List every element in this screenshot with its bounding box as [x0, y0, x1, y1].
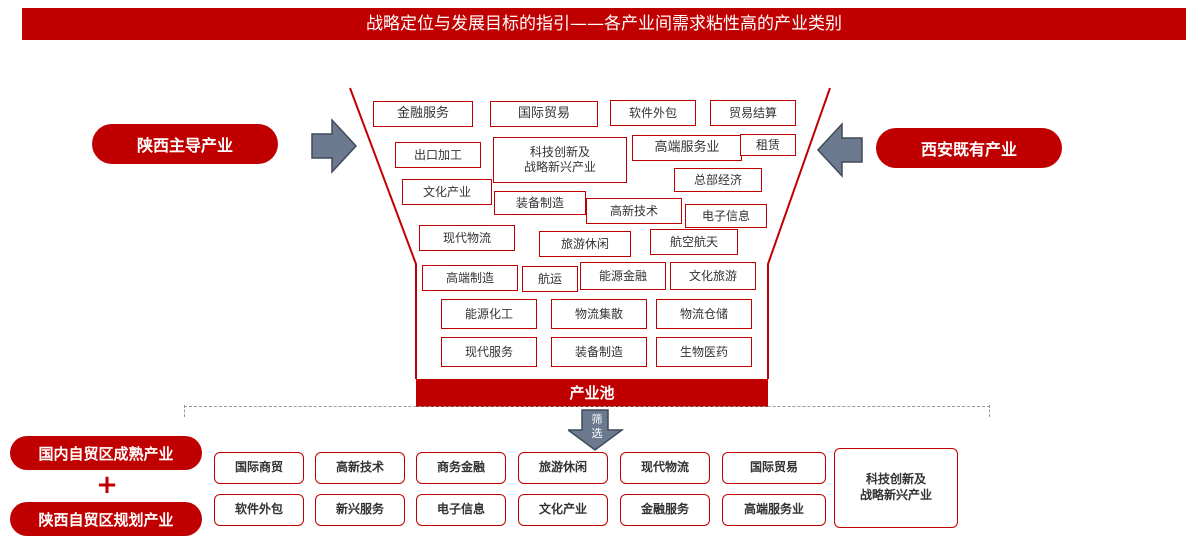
- pool-item: 装备制造: [551, 337, 647, 367]
- pool-item: 金融服务: [373, 101, 473, 127]
- zone-item: 金融服务: [620, 494, 710, 526]
- zone-item: 现代物流: [620, 452, 710, 484]
- filter-label: 筛选: [591, 413, 603, 440]
- zone-item: 软件外包: [214, 494, 304, 526]
- zone-item: 高端服务业: [722, 494, 826, 526]
- industry-pool-label: 产业池: [416, 379, 768, 407]
- zone-item: 新兴服务: [315, 494, 405, 526]
- pool-item: 高端制造: [422, 265, 518, 291]
- pool-item: 能源金融: [580, 262, 666, 290]
- down-arrow-icon: [568, 409, 625, 451]
- pool-item: 国际贸易: [490, 101, 598, 127]
- zone-item: 电子信息: [416, 494, 506, 526]
- pool-item: 物流仓储: [656, 299, 752, 329]
- xian-existing-industry-pill: 西安既有产业: [876, 128, 1062, 168]
- pool-item: 现代物流: [419, 225, 515, 251]
- shaanxi-leading-industry-pill: 陕西主导产业: [92, 124, 278, 164]
- pool-item: 软件外包: [610, 100, 696, 126]
- zone-item: 高新技术: [315, 452, 405, 484]
- pill-label: 陕西自贸区规划产业: [38, 510, 174, 529]
- pool-item: 高端服务业: [632, 135, 742, 161]
- pool-item: 文化旅游: [670, 262, 756, 290]
- pool-item: 旅游休闲: [539, 231, 631, 257]
- pool-item: 科技创新及 战略新兴产业: [493, 137, 627, 183]
- pool-item: 电子信息: [685, 204, 767, 228]
- right-pointing-arrow-icon: [311, 118, 358, 174]
- pool-item: 物流集散: [551, 299, 647, 329]
- left-pointing-arrow-icon: [816, 122, 863, 178]
- pool-item: 租赁: [740, 134, 796, 156]
- zone-item: 商务金融: [416, 452, 506, 484]
- pill-label: 国内自贸区成熟产业: [38, 444, 174, 463]
- plus-icon: +: [96, 470, 118, 500]
- page-title: 战略定位与发展目标的指引——各产业间需求粘性高的产业类别: [22, 8, 1186, 40]
- pill-label: 西安既有产业: [920, 140, 1017, 159]
- pool-item: 能源化工: [441, 299, 537, 329]
- zone-item: 旅游休闲: [518, 452, 608, 484]
- zone-item: 文化产业: [518, 494, 608, 526]
- pool-item: 航空航天: [650, 229, 738, 255]
- pool-item: 总部经济: [674, 168, 762, 192]
- pool-item: 航运: [522, 266, 578, 292]
- pool-item: 贸易结算: [710, 100, 796, 126]
- pool-item: 生物医药: [656, 337, 752, 367]
- zone-item-tech-innovation: 科技创新及 战略新兴产业: [834, 448, 958, 528]
- pool-item: 出口加工: [395, 142, 481, 168]
- pool-item: 装备制造: [494, 191, 586, 215]
- pool-item: 高新技术: [586, 198, 682, 224]
- pool-item: 文化产业: [402, 179, 492, 205]
- shaanxi-ftz-pill: 陕西自贸区规划产业: [10, 502, 202, 536]
- domestic-ftz-pill: 国内自贸区成熟产业: [10, 436, 202, 470]
- zone-item: 国际商贸: [214, 452, 304, 484]
- zone-item: 国际贸易: [722, 452, 826, 484]
- pool-item: 现代服务: [441, 337, 537, 367]
- filter-bracket: [184, 405, 990, 420]
- pill-label: 陕西主导产业: [136, 136, 233, 155]
